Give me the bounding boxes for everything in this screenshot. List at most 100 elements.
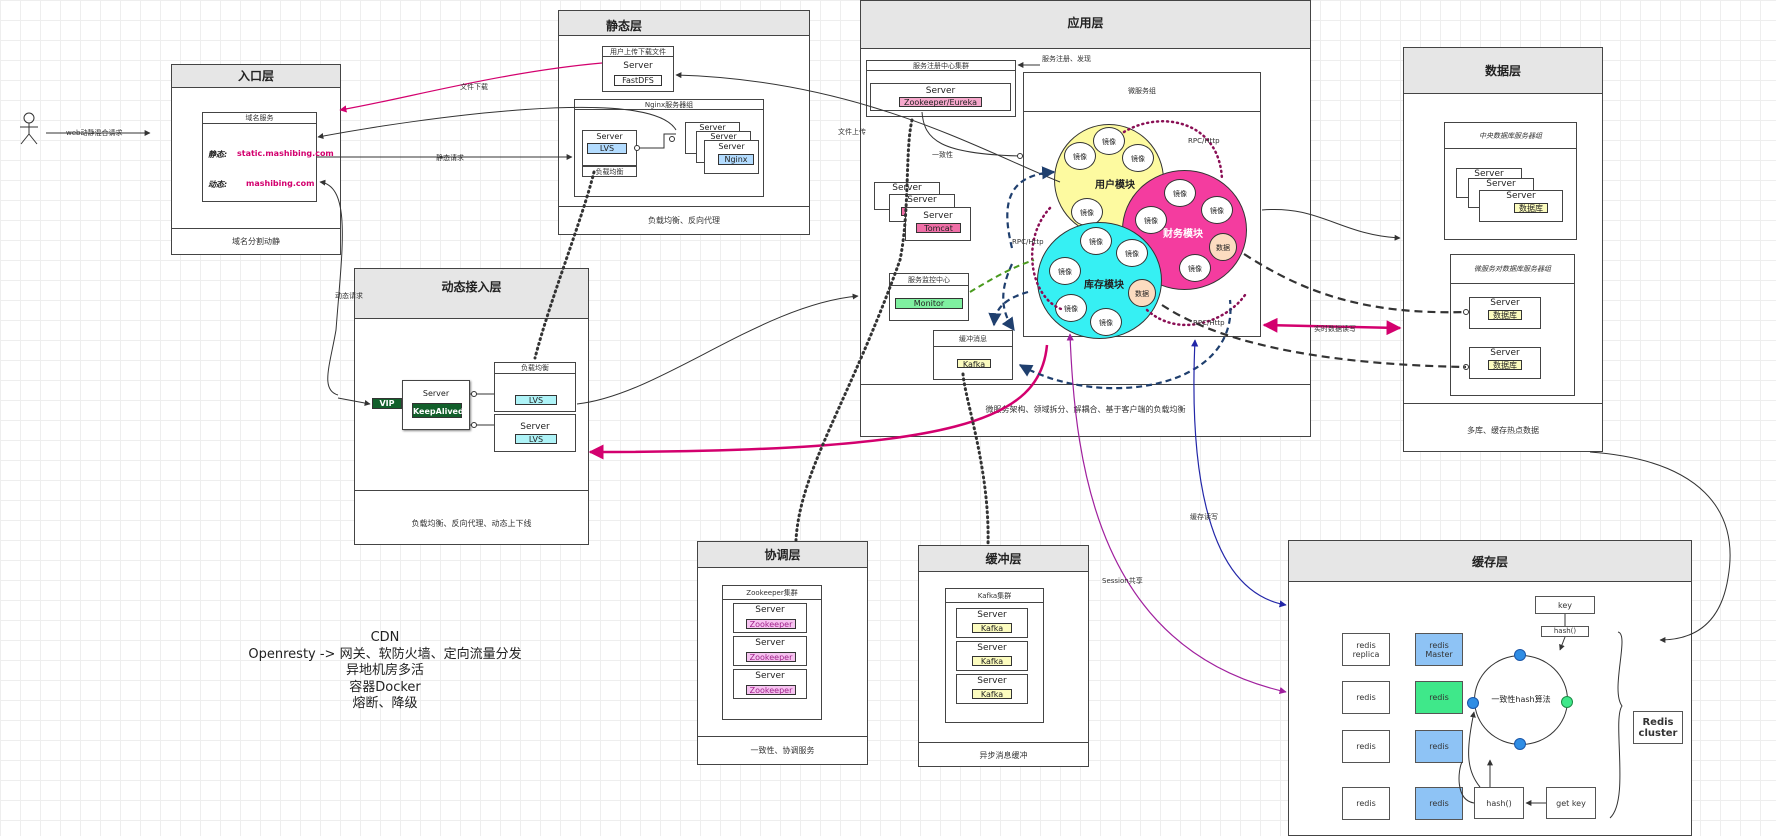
notes-block: CDN Openresty -> 网关、软防火墙、定向流量分发 异地机房多活 容…: [240, 630, 530, 713]
central-server-2-label: Server: [1486, 179, 1516, 189]
stock-module-title: 库存模块: [1084, 280, 1124, 291]
label-consistency: 一致性: [932, 150, 953, 159]
edge-dynamic-to-vip: [337, 397, 371, 406]
finance-mirror-2: 镜像: [1201, 196, 1233, 224]
registry-cluster: 服务注册中心集群 Server Zookeeper/Eureka: [866, 60, 1016, 117]
stock-mirror-3: 镜像: [1116, 239, 1148, 267]
tomcat-tag: Tomcat: [916, 223, 961, 233]
hash-top-box: hash(): [1541, 626, 1589, 637]
dynamic-label: 动态:: [208, 180, 228, 189]
central-db-group-title: 中央数据库服务器组: [1444, 122, 1577, 149]
edge-cache-rw: [1191, 339, 1287, 608]
central-server-1-label: Server: [1474, 169, 1504, 179]
finance-data: 数据: [1209, 233, 1237, 261]
kafka-tag-1: Kafka: [972, 623, 1012, 633]
coord-layer-title: 协调层: [698, 542, 867, 568]
redis-node-4a: redis: [1342, 787, 1390, 820]
coord-layer-footer: 一致性、协调服务: [698, 736, 867, 764]
zk-server-2: Server Zookeeper: [733, 636, 807, 666]
edge-app-to-data: [1261, 208, 1401, 241]
hash-bottom-box: hash(): [1474, 787, 1524, 819]
micro-db-server-2: Server 数据库: [1469, 347, 1541, 379]
edge-lvs-to-app: [576, 293, 859, 405]
kafka-server-1: Server Kafka: [956, 608, 1028, 638]
stock-data: 数据: [1128, 279, 1156, 307]
keepalived-server: Server KeepAlived: [402, 380, 470, 430]
edge-file-upload: [675, 72, 1061, 183]
stock-module: 库存模块 镜像 镜像 镜像 镜像 镜像 数据: [1037, 222, 1162, 339]
edge-finance-to-db: [1243, 253, 1467, 314]
kafka-server-3: Server Kafka: [956, 674, 1028, 704]
nginx-server-1-label: Server: [699, 123, 726, 132]
stock-mirror-5: 镜像: [1090, 308, 1122, 336]
domain-service-title: 域名服务: [202, 112, 317, 124]
static-lvs-tag: LVS: [587, 143, 627, 154]
access-lb-caption: 负载均衡: [494, 362, 576, 374]
tomcat-server-1-label: Server: [892, 183, 922, 193]
micro-db-tag-1: 数据库: [1488, 310, 1522, 320]
micro-db-group-title: 微服务对数据库服务器组: [1450, 254, 1575, 284]
static-domain[interactable]: static.mashibing.com: [237, 149, 334, 158]
fastdfs-tag: FastDFS: [614, 75, 662, 86]
stock-mirror-1: 镜像: [1049, 257, 1081, 285]
actor-icon: [16, 112, 42, 146]
static-lb-caption: 负载均衡: [582, 166, 637, 177]
central-server-3: Server 数据库: [1479, 190, 1563, 222]
ring-node-bottom: [1514, 738, 1526, 750]
nginx-tag: Nginx: [718, 154, 754, 165]
data-layer-footer: 多库、缓存热点数据: [1404, 403, 1602, 451]
label-cache-rw: 缓存读写: [1190, 512, 1218, 521]
micro-db-server-2-label: Server: [1490, 348, 1520, 358]
zk-tag-3: Zookeeper: [746, 685, 796, 695]
kafka-tag-3: Kafka: [972, 689, 1012, 699]
app-kafka-tag: Kafka: [957, 359, 991, 369]
registry-tag: Zookeeper/Eureka: [899, 97, 982, 107]
vip-tag: VIP: [372, 398, 402, 409]
label-register: 服务注册、发现: [1042, 54, 1091, 63]
monitor-center: 服务监控中心 Monitor: [889, 273, 969, 321]
buffer-message-title: 缓冲消息: [933, 330, 1013, 347]
monitor-tag: Monitor: [895, 298, 963, 309]
tomcat-server-2-label: Server: [907, 195, 937, 205]
user-mirror-2: 镜像: [1093, 127, 1125, 155]
micro-db-group: 微服务对数据库服务器组 Server 数据库 Server 数据库: [1450, 254, 1575, 396]
user-mirror-1: 镜像: [1064, 142, 1096, 170]
label-rpc3: RPC/Http: [1193, 319, 1225, 327]
hash-ring-label: 一致性hash算法: [1491, 695, 1551, 704]
static-lvs-server: Server LVS 负载均衡: [582, 130, 637, 177]
static-layer-footer: 负载均衡、反向代理: [559, 206, 809, 234]
central-db-tag: 数据库: [1514, 203, 1548, 213]
kafka-server-1-label: Server: [977, 610, 1007, 620]
label-session: Session共享: [1102, 576, 1143, 585]
micro-service-group-title: 微服务组: [1023, 72, 1261, 112]
edge-stock-loop: [988, 290, 1029, 327]
label-dynamic-request: 动态请求: [335, 291, 363, 300]
micro-db-server-1-label: Server: [1490, 298, 1520, 308]
edge-session: [1066, 333, 1287, 695]
edge-registry-to-zk: [794, 118, 914, 542]
zk-server-2-label: Server: [755, 638, 785, 648]
label-rpc1: RPC/Http: [1188, 137, 1220, 145]
key-box: key: [1535, 596, 1595, 614]
micro-db-server-1: Server 数据库: [1469, 297, 1541, 329]
registry-server-label: Server: [925, 86, 956, 96]
nginx-server-3: Server Nginx: [704, 140, 759, 174]
cache-layer-title: 缓存层: [1289, 541, 1691, 582]
user-mirror-3: 镜像: [1122, 144, 1154, 172]
redis-node-2b: redis: [1415, 681, 1463, 714]
buffer-layer-footer: 异步消息缓冲: [919, 742, 1088, 766]
nginx-group-title: Nginx服务器组: [574, 99, 764, 110]
tomcat-server-3-label: Server: [923, 211, 953, 221]
edge-dynamic-request: [319, 179, 343, 396]
zk-server-1-label: Server: [755, 605, 785, 615]
finance-module-title: 财务模块: [1163, 229, 1203, 240]
access-lvs-2: Server LVS: [494, 414, 576, 452]
zk-server-3: Server Zookeeper: [733, 669, 807, 699]
note-circuit: 熔断、降级: [352, 696, 418, 711]
dynamic-domain[interactable]: mashibing.com: [246, 179, 315, 188]
upload-cluster-title: 用户上传下载文件: [602, 46, 674, 57]
label-file-upload: 文件上传: [838, 127, 866, 136]
zk-server-1: Server Zookeeper: [733, 603, 807, 633]
access-server-2-label: Server: [520, 422, 550, 432]
